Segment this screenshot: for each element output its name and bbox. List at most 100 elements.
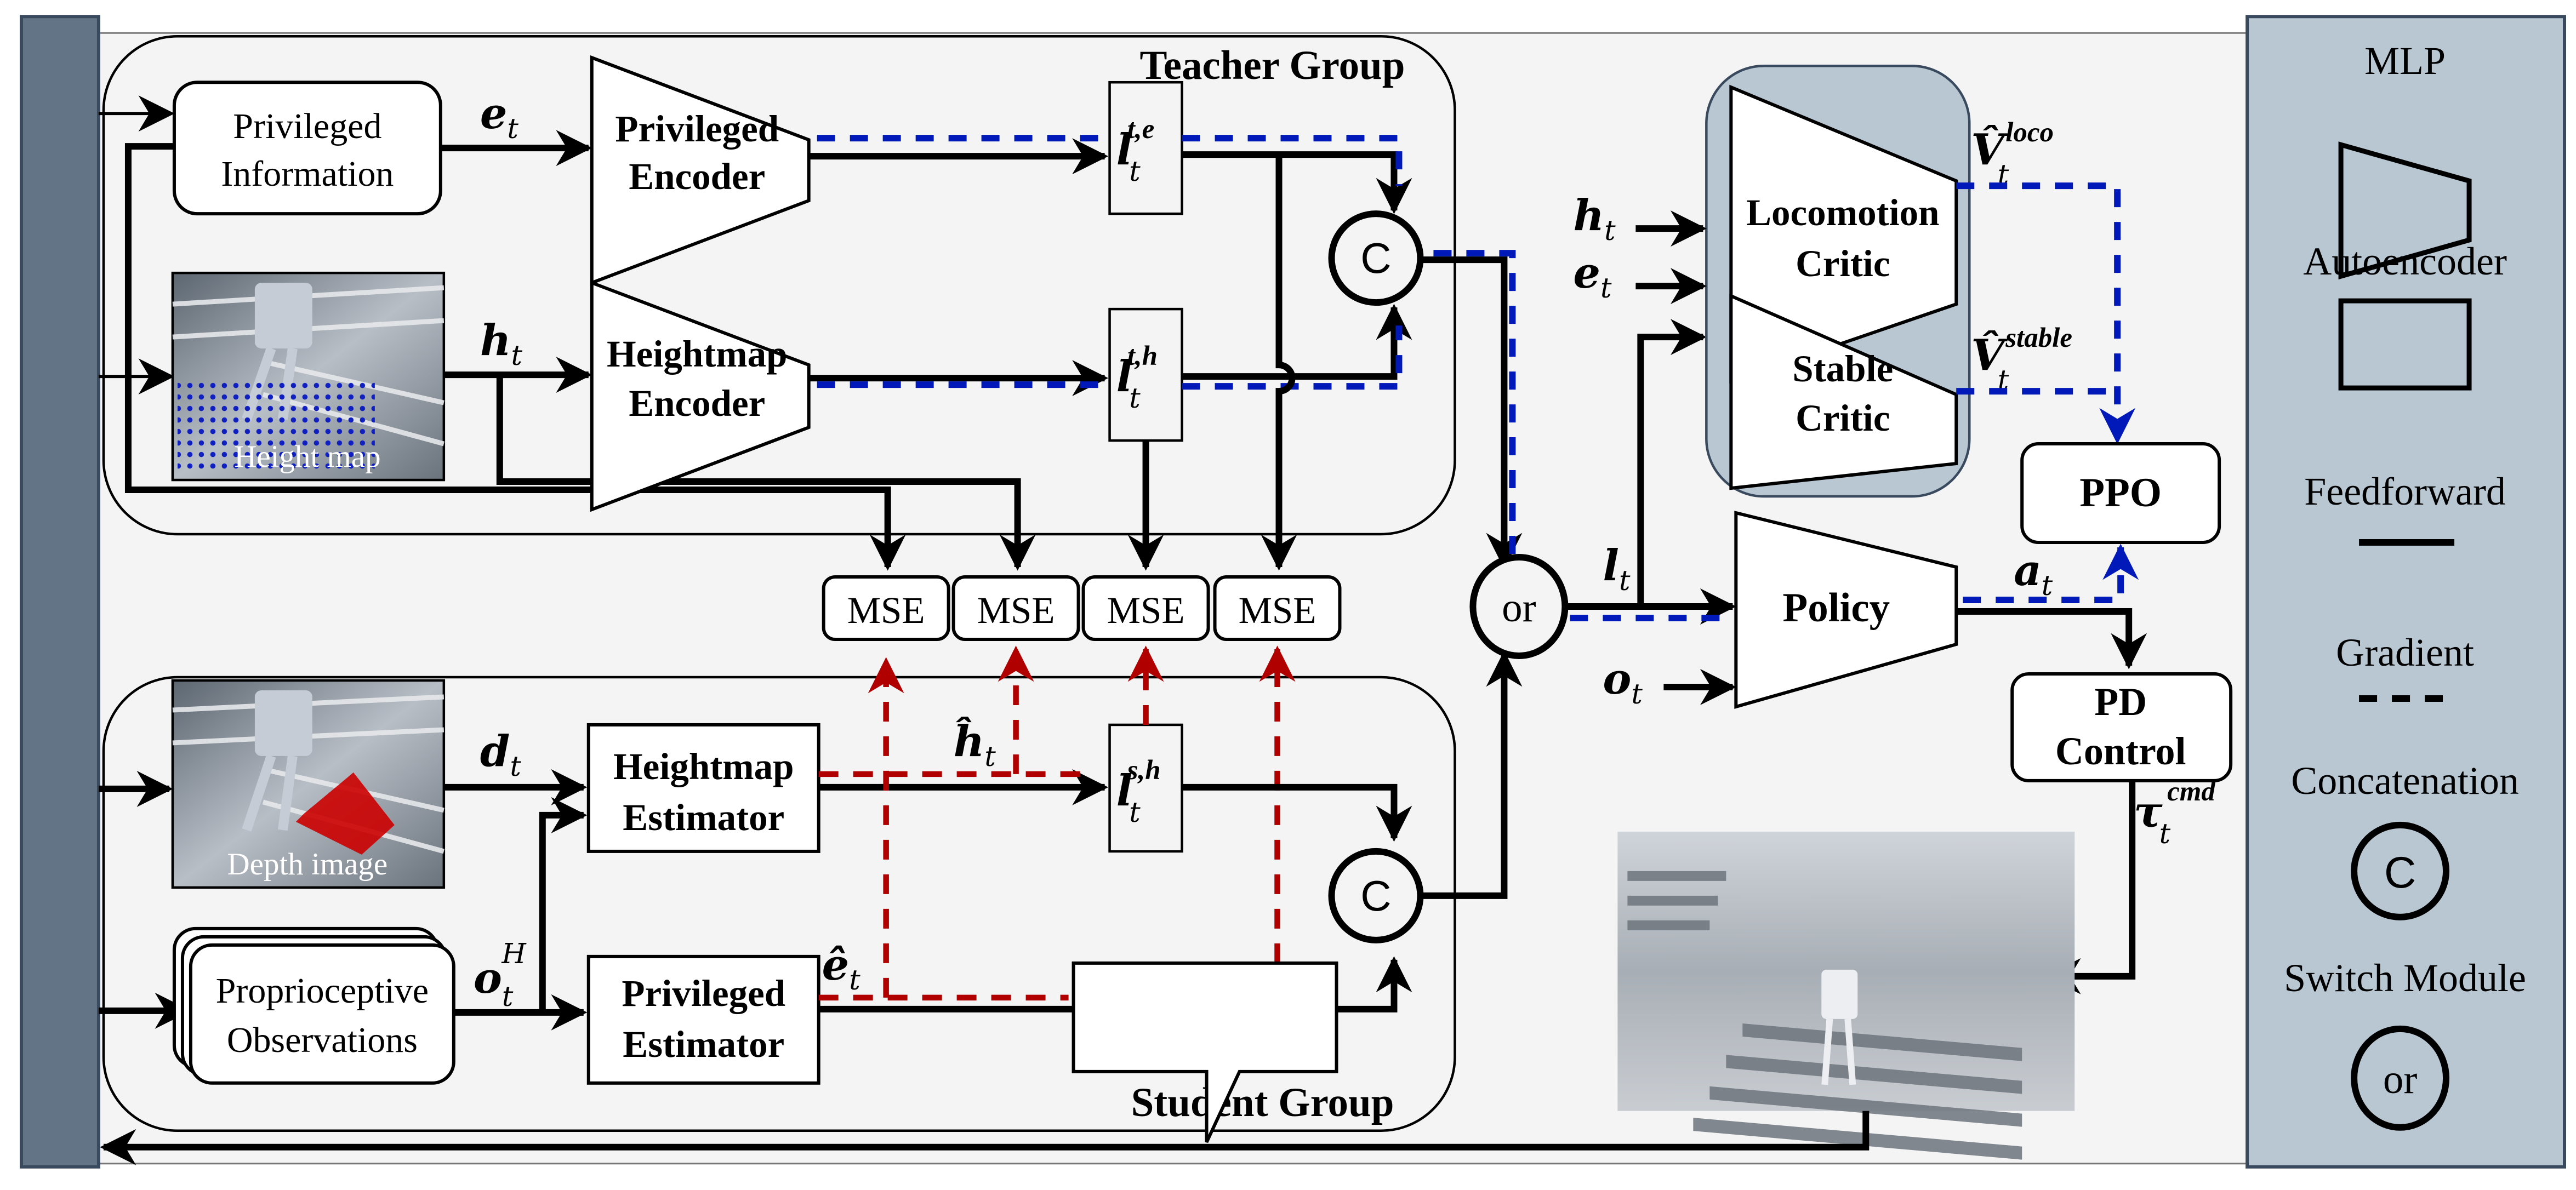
proprioceptive-label-1: Proprioceptive [216, 971, 429, 1011]
latent-teacher-h-label: ltt,h [1116, 341, 1158, 415]
gradient-v-loco-to-ppo [1956, 182, 2136, 444]
privileged-estimator [586, 954, 820, 1085]
legend-concat-symbol: C [2384, 848, 2416, 897]
heightmap-encoder-label-1: Heightmap [607, 333, 788, 375]
e-hat-t-label: êt [822, 940, 861, 997]
policy-label: Policy [1782, 585, 1890, 631]
locomotion-critic [1729, 84, 1958, 384]
mse-label-3: MSE [1107, 590, 1185, 631]
ppo-box [2020, 442, 2221, 545]
switch-legend-icon [2351, 1025, 2450, 1131]
gradient-lth-concat [1182, 325, 1403, 390]
arrow-policy-to-pd [1956, 608, 2147, 670]
stable-critic [1729, 293, 1958, 490]
teacher-group-frame [102, 35, 1456, 536]
privileged-encoder-label-2: Encoder [629, 156, 765, 197]
latent-teacher-e [1108, 81, 1183, 215]
simulation-scene-image [1617, 831, 2075, 1160]
legend-panel: MLP Autoencoder Feedforward Gradient Con… [2246, 15, 2567, 1169]
critic-input-e-label: et [1573, 248, 1612, 305]
legend-feedforward-label: Feedforward [2304, 470, 2506, 513]
arrow-teacher-concat-to-switch [1420, 256, 1523, 569]
student-group-title: Student Group [1131, 1080, 1394, 1125]
student-group: Student Group Depth image dt Propriocept… [98, 645, 1456, 1143]
environment-sidebar [19, 15, 100, 1169]
arrow-lte-to-concat [1182, 151, 1412, 214]
arrow-priv-estimator-to-concat [818, 956, 1412, 1012]
legend-switch-label: Switch Module [2284, 956, 2526, 1000]
student-group-frame [102, 676, 1456, 1132]
teacher-group: Teacher Group Privileged Information et … [98, 35, 1456, 571]
stable-critic-label-1: Stable [1792, 348, 1893, 390]
e-t-label: et [480, 89, 519, 145]
privileged-information-label-2: Information [221, 154, 394, 194]
v-loco-label: V̂tloco [1971, 117, 2054, 191]
critic-input-h-label: ht [1573, 191, 1616, 247]
proprioceptive-observations-box [189, 943, 455, 1085]
mse-label-4: MSE [1239, 590, 1317, 631]
o-t-H-label: otH [474, 938, 527, 1013]
h-hat-t-label: ĥt [954, 716, 996, 773]
pd-control-box [2010, 672, 2233, 782]
teacher-concat-symbol: C [1360, 234, 1391, 282]
mse-row: MSE MSE MSE MSE [822, 575, 1342, 641]
concatenation-legend-icon [2351, 821, 2450, 920]
privileged-estimator-label-1: Privileged [622, 972, 785, 1014]
mse-label-1: MSE [847, 590, 925, 631]
a-t-label: at [2014, 546, 2053, 602]
arrow-bypass-to-mse-1 [124, 143, 906, 571]
v-stable-label: V̂tstable [1971, 323, 2072, 397]
legend-mlp-label: MLP [2364, 39, 2446, 83]
legend-gradient-label: Gradient [2336, 631, 2474, 674]
depth-image-caption: Depth image [227, 847, 388, 882]
arrow-pd-to-sim [2044, 780, 2136, 994]
mse-box-4 [1213, 575, 1342, 641]
locomotion-critic-label-2: Critic [1796, 243, 1890, 284]
gradient-lte-concat [1182, 135, 1403, 186]
arrow-l-to-critics [1637, 319, 1707, 607]
latent-teacher-e-label: ltt,e [1116, 114, 1155, 188]
mse-box-2 [951, 575, 1080, 641]
height-map-caption: Height map [234, 439, 380, 474]
autoencoder-legend-icon [2338, 298, 2472, 391]
callout-bubble [1072, 961, 1338, 1143]
privileged-estimator-label-2: Estimator [623, 1023, 784, 1065]
heightmap-encoder [590, 280, 811, 512]
heightmap-estimator-label-1: Heightmap [613, 746, 794, 787]
tau-cmd-label: τtcmd [2134, 776, 2216, 850]
arrow-sim-to-environment [100, 1111, 1870, 1165]
height-map-image: Height map [171, 271, 446, 482]
student-concat-symbol: C [1360, 872, 1391, 920]
latent-teacher-h [1108, 307, 1183, 442]
arrow-lsh-to-concat [1182, 783, 1412, 842]
mse-box-3 [1081, 575, 1210, 641]
teacher-group-title: Teacher Group [1140, 43, 1405, 88]
pd-control-label-2: Control [2055, 729, 2186, 773]
mse-label-2: MSE [977, 590, 1055, 631]
heightmap-estimator-label-2: Estimator [623, 797, 784, 838]
arrow-lth-to-concat [1182, 304, 1412, 380]
mlp-legend-icon [2338, 141, 2472, 280]
privileged-encoder-label-1: Privileged [615, 108, 779, 150]
arrow-o-to-heightmap-estimator [539, 797, 588, 1012]
latent-student-h-label: lts,h [1116, 755, 1161, 829]
height-map-dots [177, 378, 375, 474]
heightmap-encoder-label-2: Encoder [629, 382, 765, 424]
legend-concatenation-label: Concatenation [2291, 759, 2519, 803]
privileged-encoder [590, 55, 811, 285]
d-t-label: dt [480, 726, 522, 783]
mse-box-1 [822, 575, 950, 641]
h-t-label: ht [480, 316, 523, 372]
locomotion-critic-label-1: Locomotion [1746, 192, 1940, 233]
policy-network [1734, 511, 1958, 709]
ppo-label: PPO [2079, 470, 2162, 516]
legend-switch-symbol: or [2383, 1057, 2417, 1102]
o-t-label: ot [1603, 654, 1643, 711]
arrow-lte-to-mse-4 [1261, 155, 1297, 571]
depth-image: Depth image [171, 679, 446, 889]
privileged-information-label-1: Privileged [233, 106, 381, 146]
latent-student-h [1108, 723, 1183, 853]
arrow-student-concat-to-switch [1420, 650, 1523, 899]
critic-group: Locomotion Critic Stable Critic [1705, 64, 1971, 498]
